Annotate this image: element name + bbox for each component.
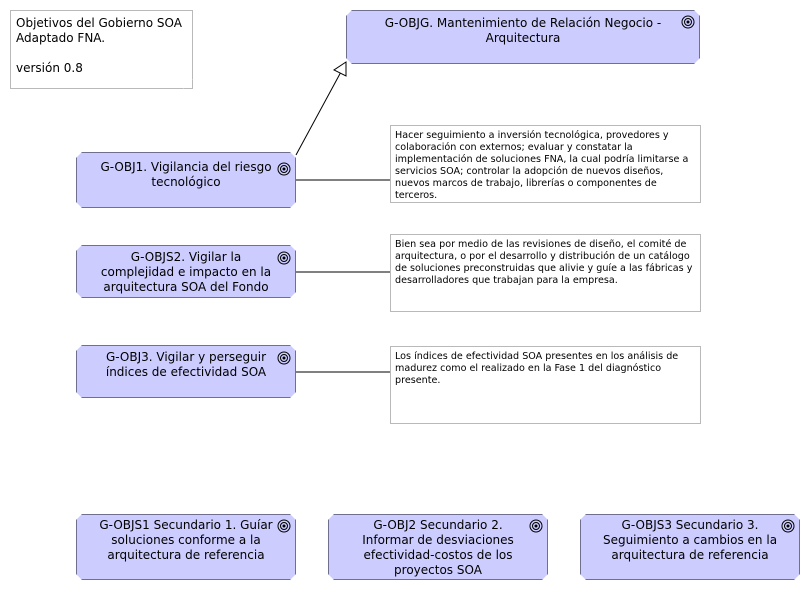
goal-sec1-label: G-OBJS1 Secundario 1. Guíar soluciones c… <box>99 518 273 562</box>
note-obj1[interactable]: Hacer seguimiento a inversión tecnológic… <box>390 125 701 203</box>
realization-arrowhead <box>333 61 347 77</box>
goal-target-icon <box>277 519 291 533</box>
goal-target-icon <box>277 251 291 265</box>
note-objs2[interactable]: Bien sea por medio de las revisiones de … <box>390 234 701 312</box>
title-line-1: Objetivos del Gobierno SOA <box>16 16 182 30</box>
realization-link-obj1-to-main <box>295 69 343 156</box>
goal-sec1[interactable]: G-OBJS1 Secundario 1. Guíar soluciones c… <box>76 514 296 580</box>
goal-obj3[interactable]: G-OBJ3. Vigilar y perseguir índices de e… <box>76 345 296 398</box>
goal-objs2-label: G-OBJS2. Vigilar la complejidad e impact… <box>100 250 272 294</box>
diagram-title-note[interactable]: Objetivos del Gobierno SOA Adaptado FNA.… <box>10 10 193 89</box>
goal-obj1[interactable]: G-OBJ1. Vigilancia del riesgo tecnológic… <box>76 152 296 208</box>
note-fold-corner <box>183 79 193 89</box>
title-line-3 <box>16 46 187 61</box>
goal-obj3-label: G-OBJ3. Vigilar y perseguir índices de e… <box>105 350 267 379</box>
goal-sec3-label: G-OBJS3 Secundario 3. Seguimiento a camb… <box>602 518 778 562</box>
goal-target-icon <box>529 519 543 533</box>
note-obj3[interactable]: Los índices de efectividad SOA presentes… <box>390 346 701 424</box>
goal-main-label: G-OBJG. Mantenimiento de Relación Negoci… <box>384 16 662 45</box>
goal-target-icon <box>781 519 795 533</box>
version-line: versión 0.8 <box>16 61 83 75</box>
goal-target-icon <box>681 15 695 29</box>
goal-obj1-label: G-OBJ1. Vigilancia del riesgo tecnológic… <box>100 160 272 189</box>
title-line-2: Adaptado FNA. <box>16 31 106 45</box>
goal-main[interactable]: G-OBJG. Mantenimiento de Relación Negoci… <box>346 10 700 64</box>
goal-target-icon <box>277 162 291 176</box>
goal-sec3[interactable]: G-OBJS3 Secundario 3. Seguimiento a camb… <box>580 514 800 580</box>
goal-objs2[interactable]: G-OBJS2. Vigilar la complejidad e impact… <box>76 245 296 298</box>
goal-sec2-label: G-OBJ2 Secundario 2. Informar de desviac… <box>362 518 514 577</box>
goal-sec2[interactable]: G-OBJ2 Secundario 2. Informar de desviac… <box>328 514 548 580</box>
goal-target-icon <box>277 351 291 365</box>
